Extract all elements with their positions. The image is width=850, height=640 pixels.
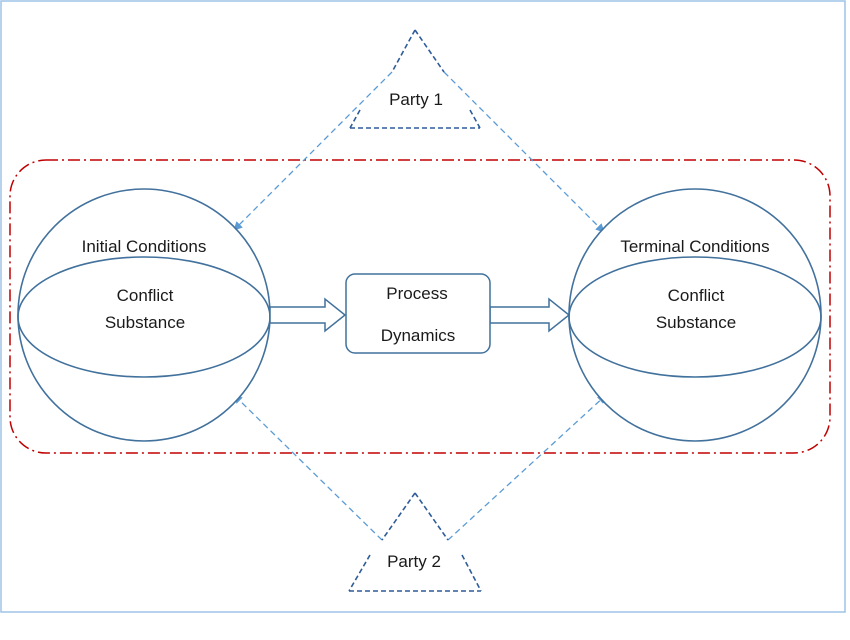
process-dynamics-box: [345, 273, 491, 354]
party-1-triangle: [349, 29, 481, 129]
process-label: Process: [386, 284, 447, 303]
arrow-party1-to-terminal: [443, 71, 605, 233]
initial-substance-label: Substance: [105, 313, 185, 332]
arrow-party2-to-terminal: [447, 394, 607, 541]
party-2-label: Party 2: [387, 552, 441, 571]
terminal-conflict-label: Conflict: [668, 286, 725, 305]
terminal-substance-label: Substance: [656, 313, 736, 332]
terminal-substance-ellipse: [568, 256, 822, 378]
arrow-party2-to-initial: [233, 394, 383, 541]
terminal-conditions-title: Terminal Conditions: [620, 237, 769, 256]
party-2-triangle: [348, 492, 482, 592]
arrow-initial-to-process: [269, 297, 347, 333]
dynamics-label: Dynamics: [381, 326, 456, 345]
arrow-process-to-terminal: [489, 297, 571, 333]
initial-conflict-label: Conflict: [117, 286, 174, 305]
party-1-label: Party 1: [389, 90, 443, 109]
image-frame: [0, 0, 846, 613]
system-boundary: [9, 159, 831, 454]
arrow-party1-to-initial: [233, 71, 393, 231]
initial-conditions-title: Initial Conditions: [82, 237, 207, 256]
